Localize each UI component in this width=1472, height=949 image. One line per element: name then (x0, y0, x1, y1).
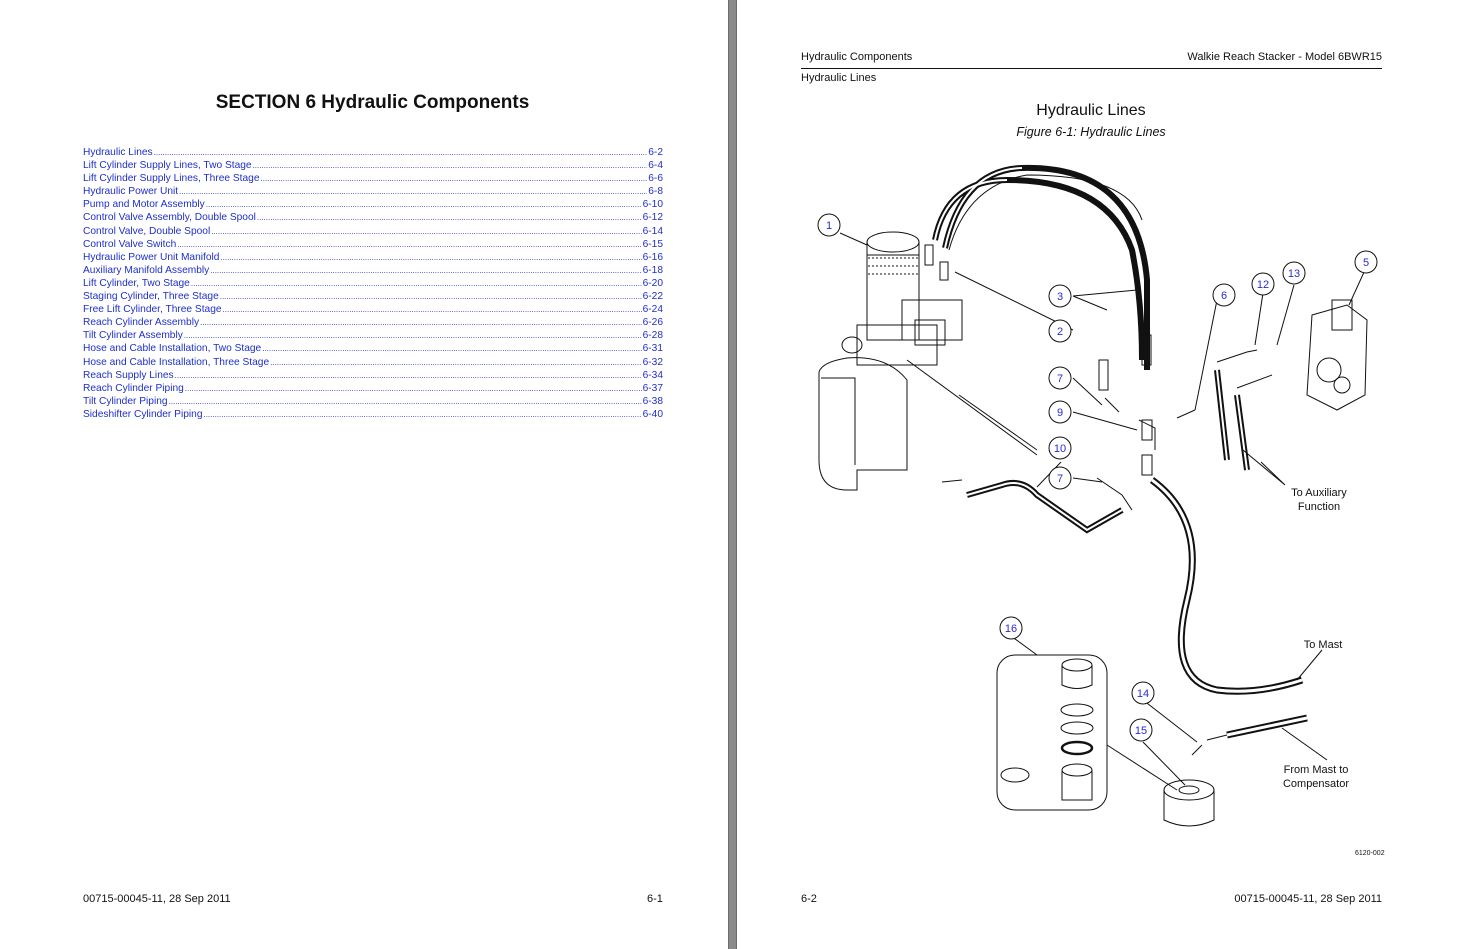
figure-caption: Figure 6-1: Hydraulic Lines (1016, 125, 1166, 139)
callout-1: 1 (817, 213, 841, 237)
hose-to-mast (1149, 477, 1304, 695)
toc-entry[interactable]: Control Valve Assembly, Double Spool6-12 (83, 211, 663, 224)
toc-entry[interactable]: Control Valve, Double Spool6-14 (83, 225, 663, 238)
toc-entry[interactable]: Reach Supply Lines6-34 (83, 369, 663, 382)
toc-entry[interactable]: Lift Cylinder Supply Lines, Three Stage6… (83, 172, 663, 185)
left-page: SECTION 6 Hydraulic Components Hydraulic… (0, 0, 729, 949)
toc-entry[interactable]: Reach Cylinder Assembly6-26 (83, 316, 663, 329)
callout-14: 14 (1131, 681, 1155, 705)
footer-page-number: 6-1 (647, 893, 663, 905)
svg-text:7: 7 (1057, 473, 1063, 485)
callout-13: 13 (1282, 261, 1306, 285)
note-aux-2: Function (1298, 501, 1340, 513)
callout-7-bottom: 7 (1048, 466, 1072, 490)
compensator (1163, 779, 1215, 801)
hose-main-left (932, 176, 1145, 361)
toc-entry[interactable]: Pump and Motor Assembly6-10 (83, 198, 663, 211)
svg-text:6: 6 (1221, 290, 1227, 302)
svg-text:16: 16 (1005, 623, 1017, 635)
callout-3: 3 (1048, 284, 1072, 308)
hydraulic-lines-diagram: 1 2 3 5 6 7 9 10 7 12 13 14 15 16 To Aux… (817, 164, 1385, 857)
svg-text:2: 2 (1057, 326, 1063, 338)
motor (866, 254, 920, 341)
valve-block (901, 299, 963, 341)
toc-entry[interactable]: Reach Cylinder Piping6-37 (83, 382, 663, 395)
callout-16: 16 (999, 616, 1023, 640)
toc-entry[interactable]: Hydraulic Power Unit Manifold6-16 (83, 251, 663, 264)
header-rule (801, 68, 1382, 69)
callout-15: 15 (1129, 718, 1153, 742)
svg-text:12: 12 (1257, 279, 1269, 291)
footer-document-id: 00715-00045-11, 28 Sep 2011 (1234, 893, 1382, 905)
footer-document-id: 00715-00045-11, 28 Sep 2011 (83, 893, 231, 905)
toc-entry[interactable]: Auxiliary Manifold Assembly6-18 (83, 264, 663, 277)
svg-text:9: 9 (1057, 407, 1063, 419)
footer-page-number: 6-2 (801, 893, 817, 905)
note-to-mast: To Mast (1304, 639, 1343, 651)
svg-text:15: 15 (1135, 725, 1147, 737)
toc-entry[interactable]: Tilt Cylinder Piping6-38 (83, 395, 663, 408)
right-page: Hydraulic Components Walkie Reach Stacke… (736, 0, 1472, 949)
svg-text:10: 10 (1054, 443, 1066, 455)
header-subsection: Hydraulic Lines (801, 72, 877, 84)
callout-7-top: 7 (1048, 366, 1072, 390)
callout-9: 9 (1048, 400, 1072, 424)
svg-text:5: 5 (1363, 257, 1369, 269)
toc-entry[interactable]: Hose and Cable Installation, Two Stage6-… (83, 342, 663, 355)
callout-6: 6 (1212, 283, 1236, 307)
toc-entry[interactable]: Staging Cylinder, Three Stage6-22 (83, 290, 663, 303)
toc-entry[interactable]: Lift Cylinder, Two Stage6-20 (83, 277, 663, 290)
toc-entry[interactable]: Lift Cylinder Supply Lines, Two Stage6-4 (83, 159, 663, 172)
hose-main-right (942, 164, 1150, 370)
callout-2: 2 (1048, 319, 1072, 343)
hoses-auxiliary (1214, 369, 1250, 471)
svg-text:3: 3 (1057, 291, 1063, 303)
svg-text:13: 13 (1288, 268, 1300, 280)
drawing-number: 6120-002 (1355, 850, 1385, 857)
note-aux-1: To Auxiliary (1291, 487, 1347, 499)
note-from-mast-2: Compensator (1283, 778, 1349, 790)
note-from-mast-1: From Mast to (1284, 764, 1349, 776)
toc-entry[interactable]: Free Lift Cylinder, Three Stage6-24 (83, 303, 663, 316)
toc-entry[interactable]: Hose and Cable Installation, Three Stage… (83, 356, 663, 369)
hydraulic-tank (818, 357, 908, 491)
table-of-contents: Hydraulic Lines6-2 Lift Cylinder Supply … (83, 146, 663, 421)
figure-heading: Hydraulic Lines (1036, 102, 1146, 119)
callout-5: 5 (1354, 250, 1378, 274)
toc-entry[interactable]: Control Valve Switch6-15 (83, 238, 663, 251)
inset-detail (996, 654, 1108, 811)
callout-12: 12 (1251, 272, 1275, 296)
svg-text:14: 14 (1137, 688, 1149, 700)
toc-entry[interactable]: Tilt Cylinder Assembly6-28 (83, 329, 663, 342)
svg-text:1: 1 (826, 220, 832, 232)
header-section: Hydraulic Components (801, 51, 913, 63)
toc-entry[interactable]: Hydraulic Lines6-2 (83, 146, 663, 159)
toc-entry[interactable]: Hydraulic Power Unit6-8 (83, 185, 663, 198)
svg-text:7: 7 (1057, 373, 1063, 385)
toc-entry[interactable]: Sideshifter Cylinder Piping6-40 (83, 408, 663, 421)
section-title: SECTION 6 Hydraulic Components (215, 92, 530, 113)
control-valve (1306, 304, 1368, 411)
callout-10: 10 (1048, 436, 1072, 460)
header-model: Walkie Reach Stacker - Model 6BWR15 (1187, 51, 1382, 63)
